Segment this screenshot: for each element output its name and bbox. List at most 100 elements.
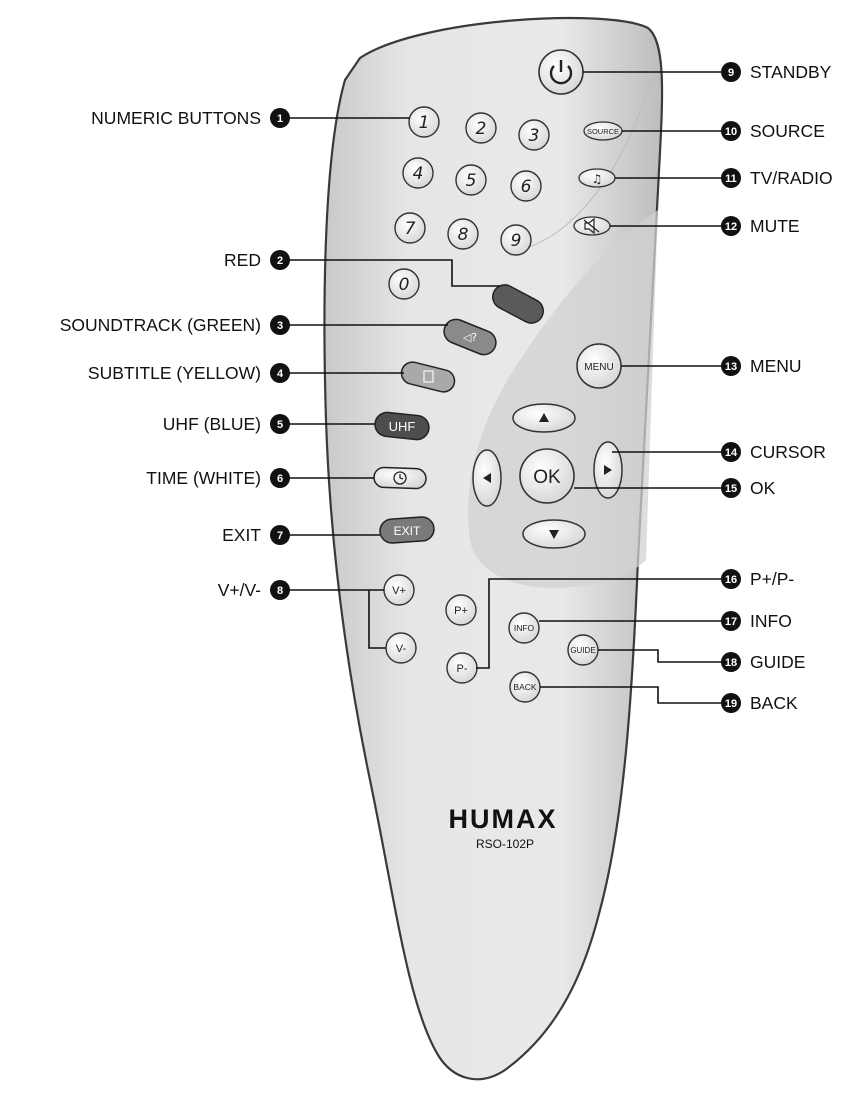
callout-label: SOUNDTRACK (GREEN) [60, 315, 261, 335]
callout-15: 15 OK [721, 478, 776, 498]
callout-number: 15 [725, 483, 737, 495]
callout-6: 6 TIME (WHITE) [146, 468, 290, 488]
guide-label: GUIDE [570, 646, 595, 655]
volume-up-label: V+ [392, 585, 406, 597]
cursor-down-button[interactable] [523, 520, 585, 548]
callout-number: 14 [725, 447, 738, 459]
digit-button[interactable]: 6 [511, 171, 541, 201]
callout-label: NUMERIC BUTTONS [91, 108, 261, 128]
digit-label: 5 [466, 171, 477, 191]
digit-button[interactable]: 9 [501, 225, 531, 255]
mute-button[interactable] [574, 217, 610, 235]
callout-label: SOURCE [750, 121, 825, 141]
callout-number: 7 [277, 530, 283, 542]
callout-label: UHF (BLUE) [163, 414, 261, 434]
callout-label: GUIDE [750, 652, 805, 672]
callout-13: 13 MENU [721, 356, 802, 376]
digit-label: 9 [511, 231, 522, 251]
callout-label: RED [224, 250, 261, 270]
volume-down-label: V- [396, 643, 407, 655]
digit-button[interactable]: 7 [395, 213, 425, 243]
volume-down-button[interactable]: V- [386, 633, 416, 663]
callout-label: V+/V- [218, 580, 261, 600]
program-up-button[interactable]: P+ [446, 595, 476, 625]
callout-19: 19 BACK [721, 693, 798, 713]
program-up-label: P+ [454, 605, 468, 617]
callout-number: 12 [725, 221, 737, 233]
callout-number: 13 [725, 361, 737, 373]
callout-label: EXIT [222, 525, 261, 545]
ok-button[interactable]: OK [520, 449, 574, 503]
callout-18: 18GUIDE [721, 652, 805, 672]
info-label: INFO [514, 623, 535, 633]
digit-label: 8 [458, 225, 469, 245]
callout-label: OK [750, 478, 776, 498]
exit-button[interactable]: EXIT [379, 516, 435, 544]
callout-number: 9 [728, 67, 734, 79]
callout-number: 8 [277, 585, 283, 597]
callout-8: 8 V+/V- [218, 580, 290, 600]
back-label: BACK [513, 682, 536, 692]
digit-label: 6 [521, 177, 532, 197]
time-white-button[interactable] [374, 467, 427, 489]
cursor-up-button[interactable] [513, 404, 575, 432]
digit-button[interactable]: 1 [409, 107, 439, 137]
callout-number: 4 [277, 368, 284, 380]
cursor-left-button[interactable] [473, 450, 501, 506]
back-button[interactable]: BACK [510, 672, 540, 702]
digit-button[interactable]: 2 [466, 113, 496, 143]
callout-number: 19 [725, 698, 737, 710]
volume-up-button[interactable]: V+ [384, 575, 414, 605]
standby-button[interactable] [539, 50, 583, 94]
digit-button[interactable]: 5 [456, 165, 486, 195]
menu-button[interactable]: MENU [577, 344, 621, 388]
callout-number: 6 [277, 473, 283, 485]
callout-7: 7 EXIT [222, 525, 290, 545]
guide-button[interactable]: GUIDE [568, 635, 598, 665]
tv-radio-button[interactable]: ♫ [579, 169, 615, 187]
info-button[interactable]: INFO [509, 613, 539, 643]
cursor-right-button[interactable] [594, 442, 622, 498]
program-down-button[interactable]: P- [447, 653, 477, 683]
digit-label: 1 [419, 113, 430, 133]
callout-number: 16 [725, 574, 737, 586]
callout-label: MUTE [750, 216, 800, 236]
callout-2: 2RED [224, 250, 290, 270]
brand-logo: HUMAX [449, 804, 558, 834]
model-number: RSO-102P [476, 837, 534, 851]
digit-button[interactable]: 4 [403, 158, 433, 188]
callout-label: CURSOR [750, 442, 826, 462]
digit-label: 4 [413, 164, 424, 184]
program-down-label: P- [457, 663, 468, 675]
callout-label: MENU [750, 356, 802, 376]
callout-label: TV/RADIO [750, 168, 833, 188]
digit-button[interactable]: 3 [519, 120, 549, 150]
callout-label: P+/P- [750, 569, 794, 589]
callout-11: 11 TV/RADIO [721, 168, 833, 188]
digit-button[interactable]: 0 [389, 269, 419, 299]
callout-label: INFO [750, 611, 792, 631]
music-note-icon: ♫ [592, 172, 603, 186]
source-button[interactable]: SOURCE [584, 122, 622, 140]
exit-label: EXIT [394, 524, 421, 538]
callout-label: BACK [750, 693, 798, 713]
callout-number: 10 [725, 126, 737, 138]
callout-10: 10 SOURCE [721, 121, 825, 141]
callout-4: 4SUBTITLE (YELLOW) [88, 363, 290, 383]
speaker-question-icon: ◁? [463, 331, 477, 344]
ok-label: OK [533, 467, 561, 488]
digit-label: 7 [405, 219, 416, 239]
digit-label: 0 [399, 275, 410, 295]
callout-label: STANDBY [750, 62, 832, 82]
callout-label: TIME (WHITE) [146, 468, 261, 488]
menu-label: MENU [584, 362, 613, 373]
uhf-label: UHF [389, 419, 416, 434]
digit-label: 2 [476, 119, 487, 139]
digit-button[interactable]: 8 [448, 219, 478, 249]
callout-number: 11 [725, 173, 737, 185]
